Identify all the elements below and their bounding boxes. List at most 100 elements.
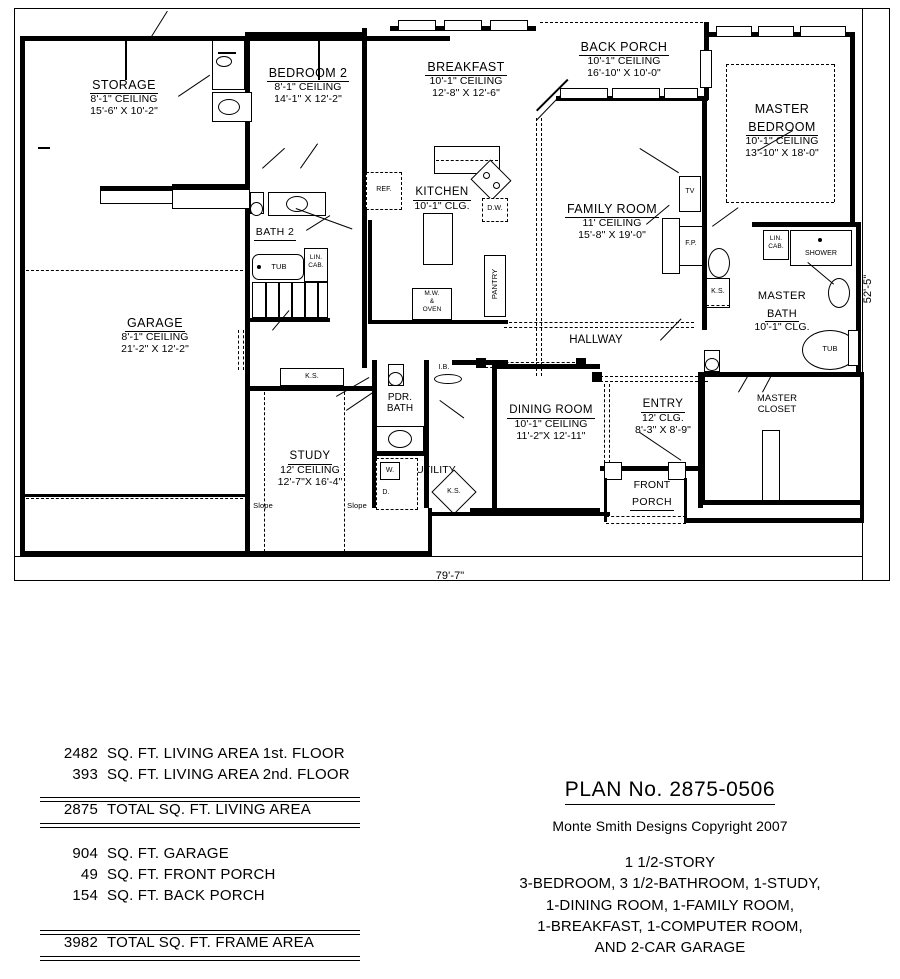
room-ceiling-garage: 8'-1" CEILING — [121, 331, 189, 343]
family-ks-dash — [706, 305, 730, 306]
room-size-dining-room: 11'-2"X 12'-11" — [516, 429, 586, 442]
slope-label-right: Slope — [347, 501, 367, 510]
wall-bottom-right — [684, 518, 864, 523]
plan-description-line-2: 3-BEDROOM, 3 1/2-BATHROOM, 1-STUDY, — [519, 875, 821, 893]
room-size-back-porch: 16'-10" X 10'-0" — [587, 66, 661, 79]
room-ceiling-master-bath: 10'-1" CLG. — [754, 321, 810, 334]
room-name-front-porch-line2: PORCH — [630, 496, 674, 511]
hallway-dash-1 — [480, 362, 580, 363]
study-ks-label: K.S. — [305, 373, 319, 380]
legend-text-back-porch: SQ. FT. BACK PORCH — [107, 887, 265, 904]
room-ceiling-dining-room: 10'-1" CEILING — [514, 417, 588, 430]
legend-value-front-porch: 49 — [80, 866, 98, 883]
family-room-ceiling-dash-left2 — [541, 118, 542, 376]
room-label-hallway: HALLWAY — [548, 330, 644, 348]
wall-masterbath-top — [752, 222, 856, 227]
frontporch-step-2 — [606, 523, 686, 524]
room-ceiling-master-bedroom: 10'-1" CEILING — [745, 134, 819, 147]
room-ceiling-bedroom2: 8'-1" CEILING — [274, 81, 342, 93]
family-room-ceiling-dash-bottom2 — [504, 327, 694, 328]
backporch-door-2 — [612, 88, 660, 99]
utility-washer — [380, 462, 400, 480]
legend-rule-total-living — [40, 797, 360, 802]
wall-kitchen-left — [368, 220, 372, 324]
legend-text-living-1st: SQ. FT. LIVING AREA 1st. FLOOR — [107, 745, 345, 762]
room-name-breakfast: BREAKFAST — [425, 60, 507, 76]
family-room-tv-niche — [679, 176, 701, 212]
washer-label: W. — [385, 467, 395, 474]
garage-door-jamb-1 — [125, 40, 127, 80]
bath2-tub-label: TUB — [271, 262, 287, 271]
door-swing-bed2-2 — [300, 143, 319, 169]
room-name-master-bath-line2: BATH — [764, 308, 800, 323]
legend-row-total-living: 2875 TOTAL SQ. FT. LIVING AREA — [40, 801, 311, 818]
bath2-vanity-sink-icon — [286, 196, 308, 212]
room-name-back-porch: BACK PORCH — [578, 40, 670, 56]
stair-tread-2 — [278, 282, 280, 318]
hallway-dash-3 — [600, 376, 708, 377]
mw-oven-label-3: OVEN — [422, 306, 442, 313]
room-label-kitchen: KITCHEN 10'-1" CLG. — [400, 182, 484, 213]
shower-label: SHOWER — [804, 250, 838, 257]
room-name-entry: ENTRY — [640, 398, 686, 413]
study-dash-right — [344, 392, 345, 552]
room-ceiling-breakfast: 10'-1" CEILING — [429, 75, 503, 87]
copyright-line: Monte Smith Designs Copyright 2007 — [552, 818, 788, 834]
room-name-utility: UTILITY — [416, 464, 456, 476]
fireplace-label: F.P. — [685, 240, 697, 247]
bath2-lin-cab-label-1: LIN. — [309, 254, 323, 261]
bath2-lin-cab — [304, 248, 328, 282]
bath2-toilet-bowl-icon — [250, 202, 263, 216]
closet-door-swing-1 — [218, 52, 236, 54]
room-size-garage: 21'-2" X 12'-2" — [121, 342, 189, 355]
wall-study-top — [250, 386, 372, 391]
room-name-study: STUDY — [287, 450, 333, 465]
room-label-pdr-bath: PDR. BATH — [376, 392, 424, 414]
wall-pdrbath-left — [372, 360, 377, 508]
wall-entry-bottom — [600, 466, 702, 471]
room-label-entry: ENTRY 12' CLG. 8'-3" X 8'-9" — [622, 394, 704, 436]
legend-rule-total-frame-bottom — [40, 956, 360, 961]
door-swing-master-2 — [828, 278, 850, 308]
garage-right-dash-2 — [243, 330, 244, 370]
tv-label: TV — [685, 188, 695, 195]
stair-tread-4 — [304, 282, 306, 318]
cooktop-burner-1 — [483, 172, 490, 179]
master-window-side — [700, 50, 712, 88]
master-tray-dash-top — [726, 64, 834, 65]
door-swing-bed2-1 — [262, 147, 286, 169]
front-porch-col-1 — [604, 462, 622, 480]
garage-slab-dash-top — [26, 270, 248, 271]
legend-rule-total-living-bottom — [40, 823, 360, 828]
room-name-pdr-bath-line1: PDR. — [387, 392, 413, 403]
storage-tick — [38, 147, 50, 149]
ironing-board-icon — [434, 374, 462, 384]
leader-storage-top — [150, 10, 168, 39]
entry-dash-left2 — [609, 384, 610, 468]
wall-garage-apron — [20, 494, 250, 497]
pdr-vanity-sink-icon — [388, 430, 412, 448]
room-label-master-bath: MASTER BATH 10'-1" CLG. — [738, 286, 826, 334]
room-name-family-room: FAMILY ROOM — [564, 202, 660, 218]
dimension-line-left — [14, 8, 15, 580]
wall-bed2-top — [245, 32, 367, 37]
room-label-master-closet: MASTER CLOSET — [730, 393, 824, 415]
room-size-breakfast: 12'-8" X 12'-6" — [432, 86, 500, 99]
ironing-board-label: I.B. — [438, 364, 450, 371]
bath2-tub-drain-icon — [257, 265, 261, 269]
legend-text-living-2nd: SQ. FT. LIVING AREA 2nd. FLOOR — [107, 766, 350, 783]
legend-value-total-living: 2875 — [63, 801, 98, 818]
wall-entry-right — [698, 372, 703, 508]
wall-bath2-top — [172, 184, 250, 189]
wall-frontporch-left — [604, 478, 607, 522]
kitchen-mw-oven — [412, 288, 452, 320]
slope-label-left: Slope — [253, 501, 273, 510]
wall-garage-bottom — [20, 551, 350, 556]
room-ceiling-family-room: 11' CEILING — [582, 217, 642, 229]
legend-value-living-1st: 2482 — [63, 745, 98, 762]
legend-row-back-porch: 154 SQ. FT. BACK PORCH — [40, 887, 420, 904]
back-porch-dash-top — [540, 22, 708, 23]
backporch-door-1 — [560, 88, 608, 99]
legend-value-living-2nd: 393 — [72, 766, 98, 783]
plan-description: 1 1/2-STORY 3-BEDROOM, 3 1/2-BATHROOM, 1… — [450, 852, 890, 958]
